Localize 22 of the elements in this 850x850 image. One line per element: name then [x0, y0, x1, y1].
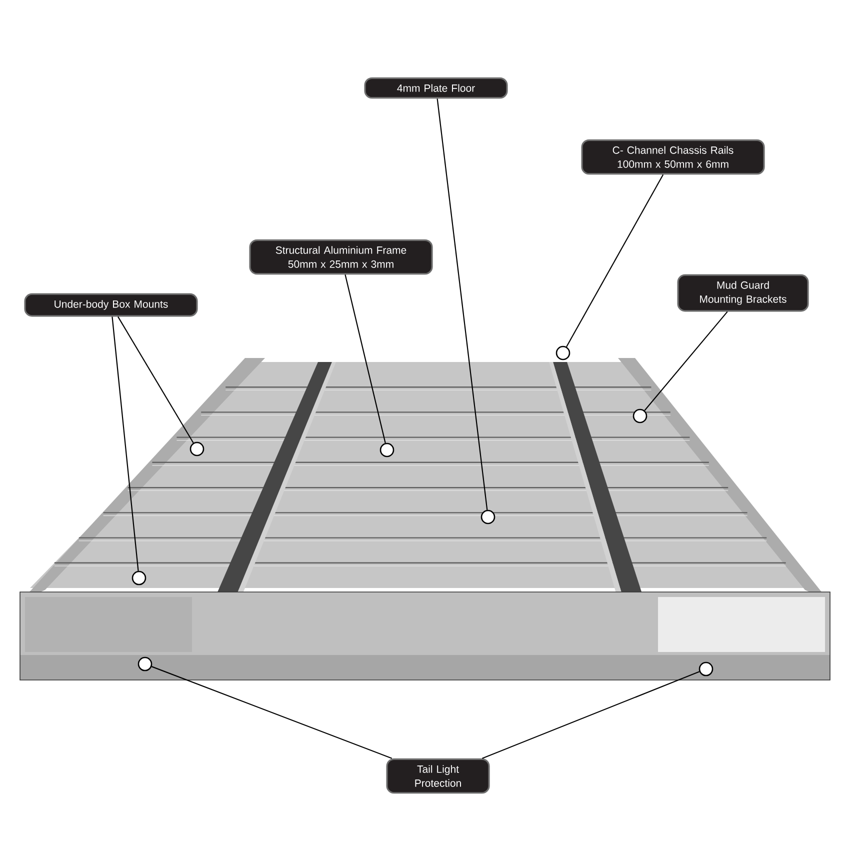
leader-line [644, 311, 728, 411]
marker-dot [132, 570, 146, 586]
marker-dot [138, 656, 152, 672]
marker-dot [698, 662, 714, 676]
marker-dot [556, 346, 570, 360]
callout-box: Structural Aluminium Frame 50mm x 25mm x 3mm [249, 239, 433, 275]
leader-line [118, 316, 194, 444]
leader-line [344, 274, 386, 444]
callout-box: Mud Guard Mounting Brackets [677, 274, 809, 312]
marker-dot [190, 442, 204, 456]
callout-box: Tail Light Protection [386, 758, 490, 794]
leader-line [566, 174, 664, 348]
leader-line [436, 98, 488, 510]
callout-box: 4mm Plate Floor [364, 77, 508, 99]
marker-dot [380, 442, 394, 458]
callout-box: C- Channel Chassis Rails 100mm x 50mm x 6mm [581, 139, 765, 175]
marker-dot [480, 510, 496, 524]
marker-dot [632, 408, 648, 424]
callout-box: Under-body Box Mounts [24, 293, 198, 317]
leader-line [482, 671, 700, 759]
leader-line [151, 666, 392, 759]
leader-line [112, 316, 139, 571]
